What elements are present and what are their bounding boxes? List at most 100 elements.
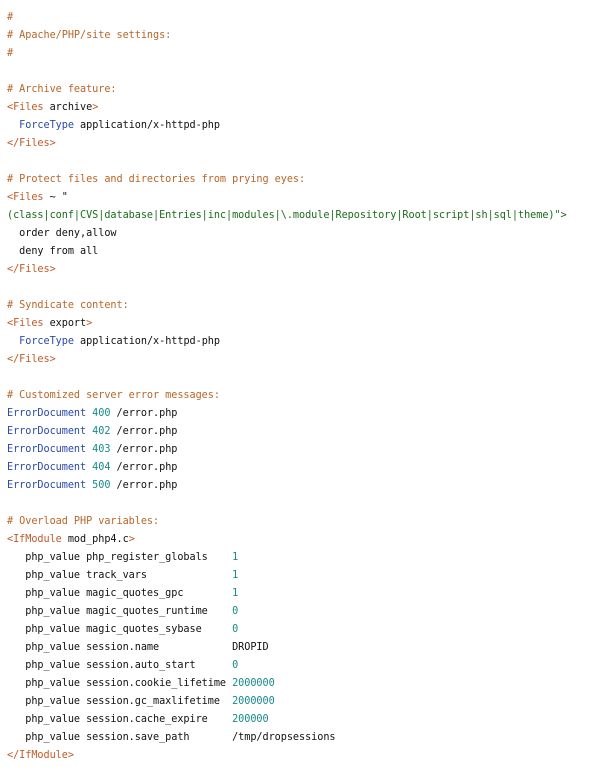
code-line: php_value session.cookie_lifetime 200000… (7, 675, 567, 693)
code-token: application/x-httpd-php (73, 120, 220, 131)
code-token: # Customized server error messages: (7, 390, 220, 401)
code-token: ForceType (19, 336, 74, 347)
code-token: ForceType (19, 120, 74, 131)
code-line: # Protect files and directories from pry… (7, 171, 567, 189)
code-line: # Customized server error messages: (7, 387, 567, 405)
code-token: /error.php (110, 480, 178, 491)
code-line: php_value session.save_path /tmp/dropses… (7, 729, 567, 747)
code-line: php_value magic_quotes_runtime 0 (7, 603, 567, 621)
code-token: 400 (86, 408, 111, 419)
code-line: </Files> (7, 351, 567, 369)
code-line: # (7, 9, 567, 27)
code-line: # Apache/PHP/site settings: (7, 27, 567, 45)
code-token: application/x-httpd-php (73, 336, 220, 347)
code-line: <Files archive> (7, 99, 567, 117)
code-token: # Archive feature: (7, 84, 117, 95)
code-token (7, 336, 19, 347)
code-token: php_value session.save_path /tmp/dropses… (7, 732, 336, 743)
code-token: /error.php (110, 426, 178, 437)
code-token: php_value session.cache_expire (7, 714, 233, 725)
code-token: 0 (232, 660, 239, 671)
code-token: mod_php4.c (61, 534, 129, 545)
code-token: <Files (7, 102, 44, 113)
code-token: php_value session.auto_start (7, 660, 233, 671)
code-line: php_value session.name DROPID (7, 639, 567, 657)
code-token: php_value magic_quotes_sybase (7, 624, 233, 635)
code-token: 1 (232, 552, 239, 563)
code-token: <Files (7, 318, 44, 329)
code-line: <Files ~ " (7, 189, 567, 207)
code-block: # # Apache/PHP/site settings: # # Archive f… (7, 9, 567, 765)
code-token: deny from all (7, 246, 99, 257)
code-token: (class|conf|CVS|database|Entries|inc|mod… (7, 210, 567, 221)
code-token: </Files> (7, 264, 56, 275)
code-token: php_value magic_quotes_gpc (7, 588, 233, 599)
code-line: (class|conf|CVS|database|Entries|inc|mod… (7, 207, 567, 225)
code-token: /error.php (110, 462, 178, 473)
code-token: ErrorDocument (7, 426, 87, 437)
code-token: # Apache/PHP/site settings: (7, 30, 172, 41)
code-token: 0 (232, 624, 239, 635)
code-line (7, 153, 567, 171)
code-token: ErrorDocument (7, 408, 87, 419)
code-token: 0 (232, 606, 239, 617)
code-line (7, 369, 567, 387)
code-token: # (7, 12, 14, 23)
code-line: ErrorDocument 404 /error.php (7, 459, 567, 477)
code-token: <IfModule (7, 534, 62, 545)
code-line: # Archive feature: (7, 81, 567, 99)
code-token (7, 120, 19, 131)
code-line (7, 63, 567, 81)
code-line: deny from all (7, 243, 567, 261)
code-token: 2000000 (232, 678, 275, 689)
code-line: <IfModule mod_php4.c> (7, 531, 567, 549)
code-line: # (7, 45, 567, 63)
code-token: 402 (86, 426, 111, 437)
code-line: php_value session.cache_expire 200000 (7, 711, 567, 729)
code-token: order deny,allow (7, 228, 117, 239)
code-token: ErrorDocument (7, 480, 87, 491)
code-token: export (43, 318, 87, 329)
code-line: php_value session.gc_maxlifetime 2000000 (7, 693, 567, 711)
code-token: php_value track_vars (7, 570, 233, 581)
code-line: php_value session.auto_start 0 (7, 657, 567, 675)
code-token: php_value magic_quotes_runtime (7, 606, 233, 617)
code-token: 500 (86, 480, 111, 491)
code-token: # (7, 48, 14, 59)
code-line: ErrorDocument 402 /error.php (7, 423, 567, 441)
code-line (7, 279, 567, 297)
code-token: <Files (7, 192, 44, 203)
code-token: php_value session.name DROPID (7, 642, 269, 653)
code-token: 1 (232, 588, 239, 599)
code-line: php_value track_vars 1 (7, 567, 567, 585)
code-token: # Protect files and directories from pry… (7, 174, 306, 185)
code-token: </IfModule> (7, 750, 74, 761)
code-token: # Syndicate content: (7, 300, 129, 311)
code-token: 1 (232, 570, 239, 581)
code-line: </Files> (7, 261, 567, 279)
code-token: 2000000 (232, 696, 275, 707)
code-token: /error.php (110, 408, 178, 419)
code-token: > (128, 534, 135, 545)
code-line: </Files> (7, 135, 567, 153)
code-line: <Files export> (7, 315, 567, 333)
code-line: # Overload PHP variables: (7, 513, 567, 531)
code-line: php_value php_register_globals 1 (7, 549, 567, 567)
code-token: 200000 (232, 714, 269, 725)
code-token: </Files> (7, 354, 56, 365)
code-line: </IfModule> (7, 747, 567, 765)
code-token: # Overload PHP variables: (7, 516, 160, 527)
code-line: # Syndicate content: (7, 297, 567, 315)
code-token: > (86, 318, 93, 329)
code-token: archive (43, 102, 93, 113)
code-token: php_value php_register_globals (7, 552, 233, 563)
code-token: ErrorDocument (7, 462, 87, 473)
code-line (7, 495, 567, 513)
code-line: ErrorDocument 500 /error.php (7, 477, 567, 495)
code-line: ErrorDocument 400 /error.php (7, 405, 567, 423)
code-line: ForceType application/x-httpd-php (7, 333, 567, 351)
code-line: order deny,allow (7, 225, 567, 243)
code-token: /error.php (110, 444, 178, 455)
code-token: ~ " (43, 192, 68, 203)
code-token: </Files> (7, 138, 56, 149)
